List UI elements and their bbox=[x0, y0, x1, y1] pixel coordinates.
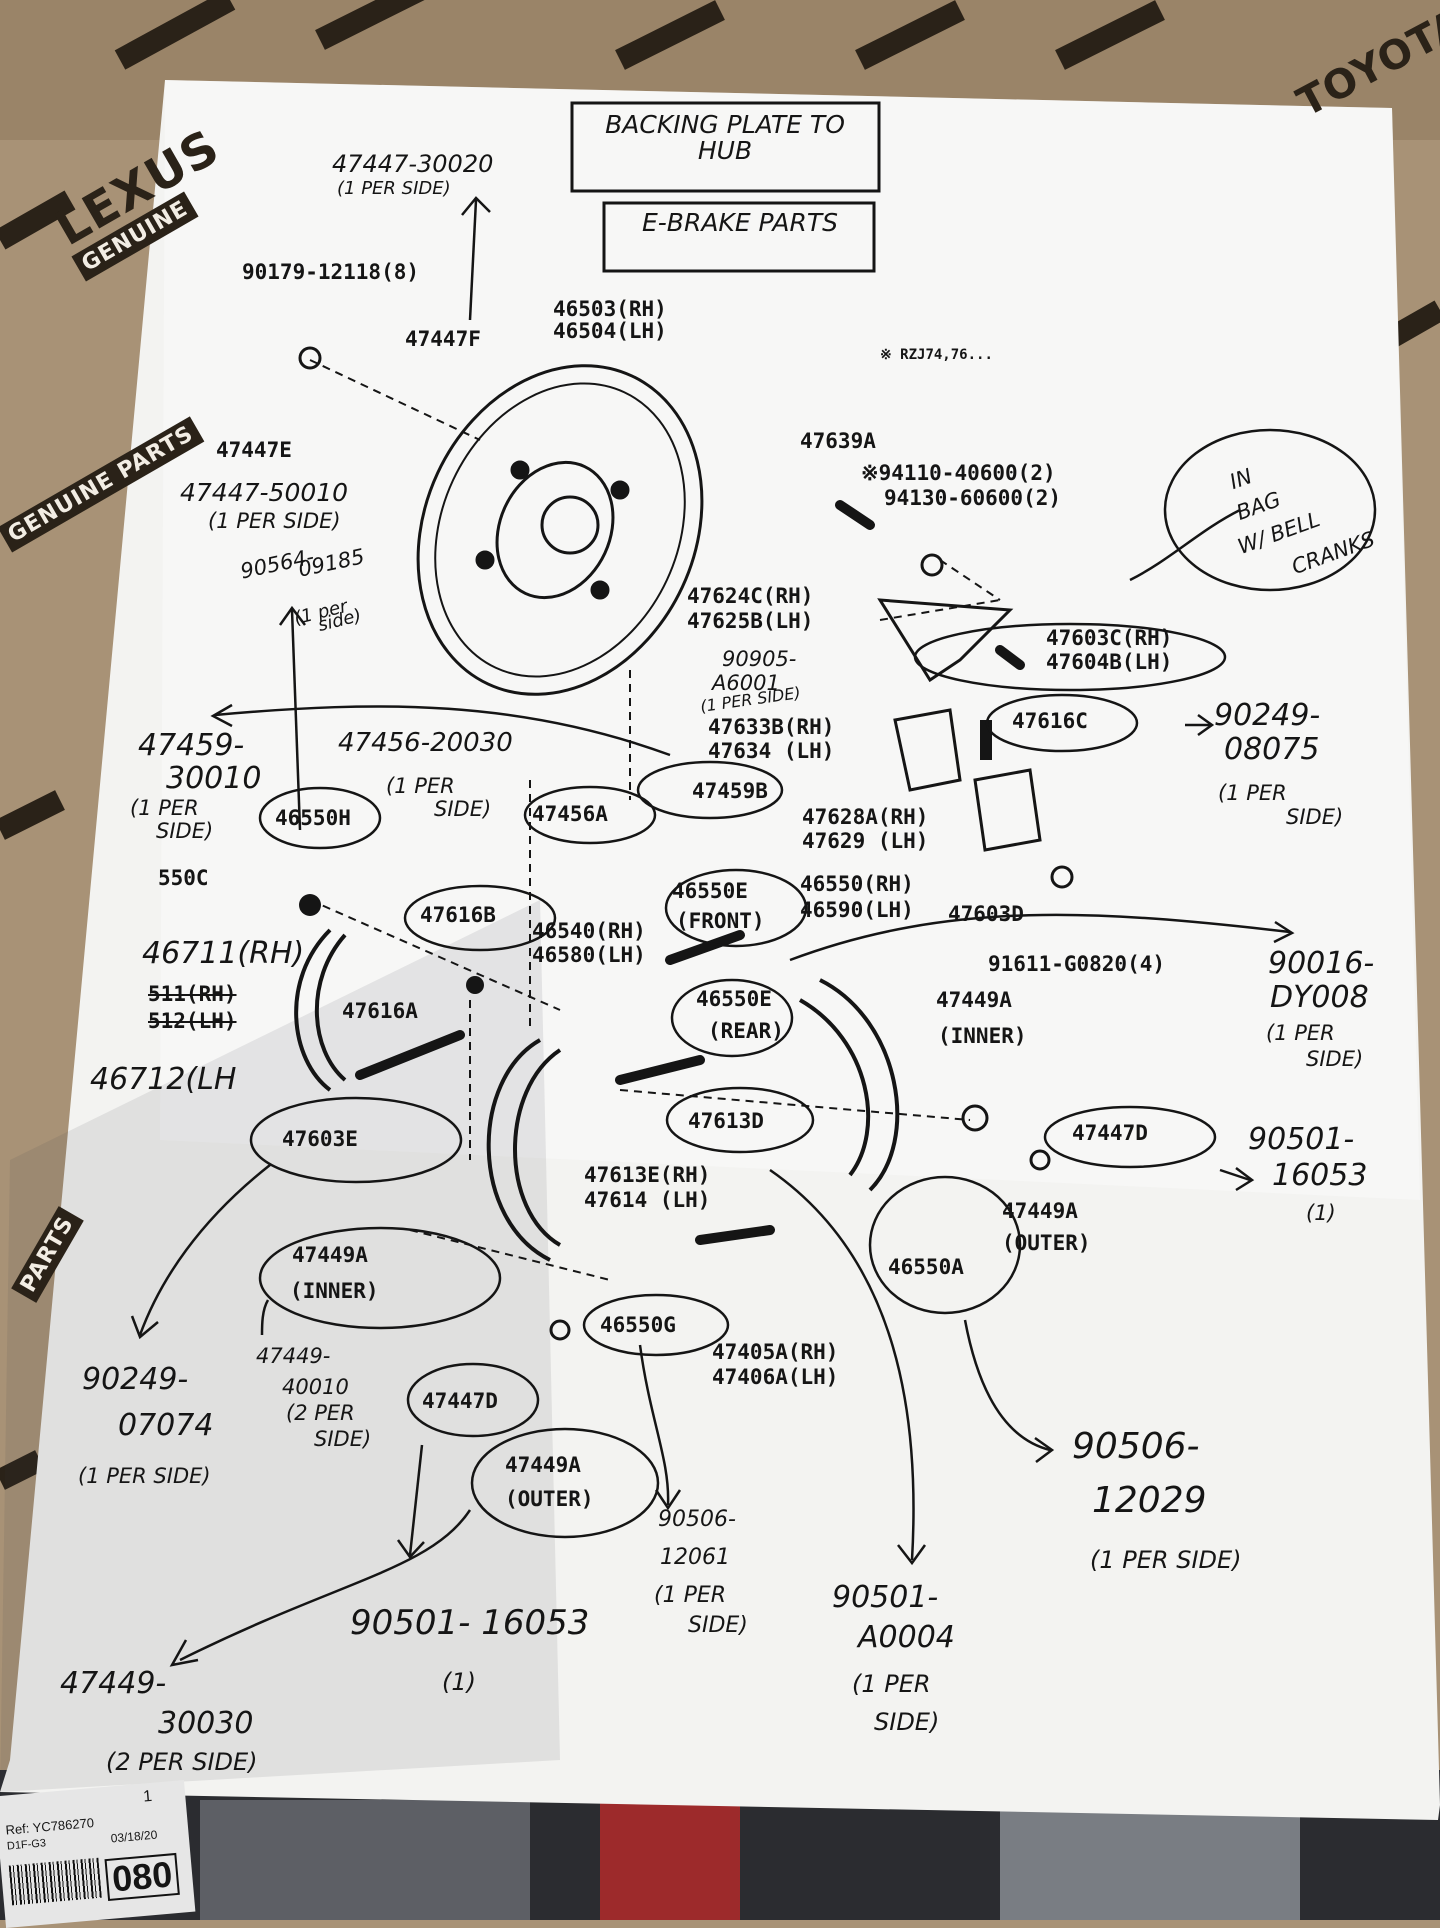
header-box-ebrake bbox=[602, 201, 876, 273]
handdrawn-circles bbox=[249, 428, 1377, 1539]
header-box-backing-plate bbox=[570, 101, 881, 193]
paper-sheet bbox=[0, 80, 1440, 1820]
leader-lines bbox=[309, 359, 1001, 1281]
small-parts bbox=[298, 346, 1074, 1341]
oval-in-bag bbox=[1163, 428, 1377, 592]
handdrawn-arrows bbox=[130, 196, 1295, 1667]
backing-plate-drawing bbox=[416, 364, 704, 696]
springs bbox=[355, 500, 1025, 1245]
brake-shoes bbox=[294, 928, 900, 1262]
box-stripes bbox=[0, 0, 1440, 1490]
